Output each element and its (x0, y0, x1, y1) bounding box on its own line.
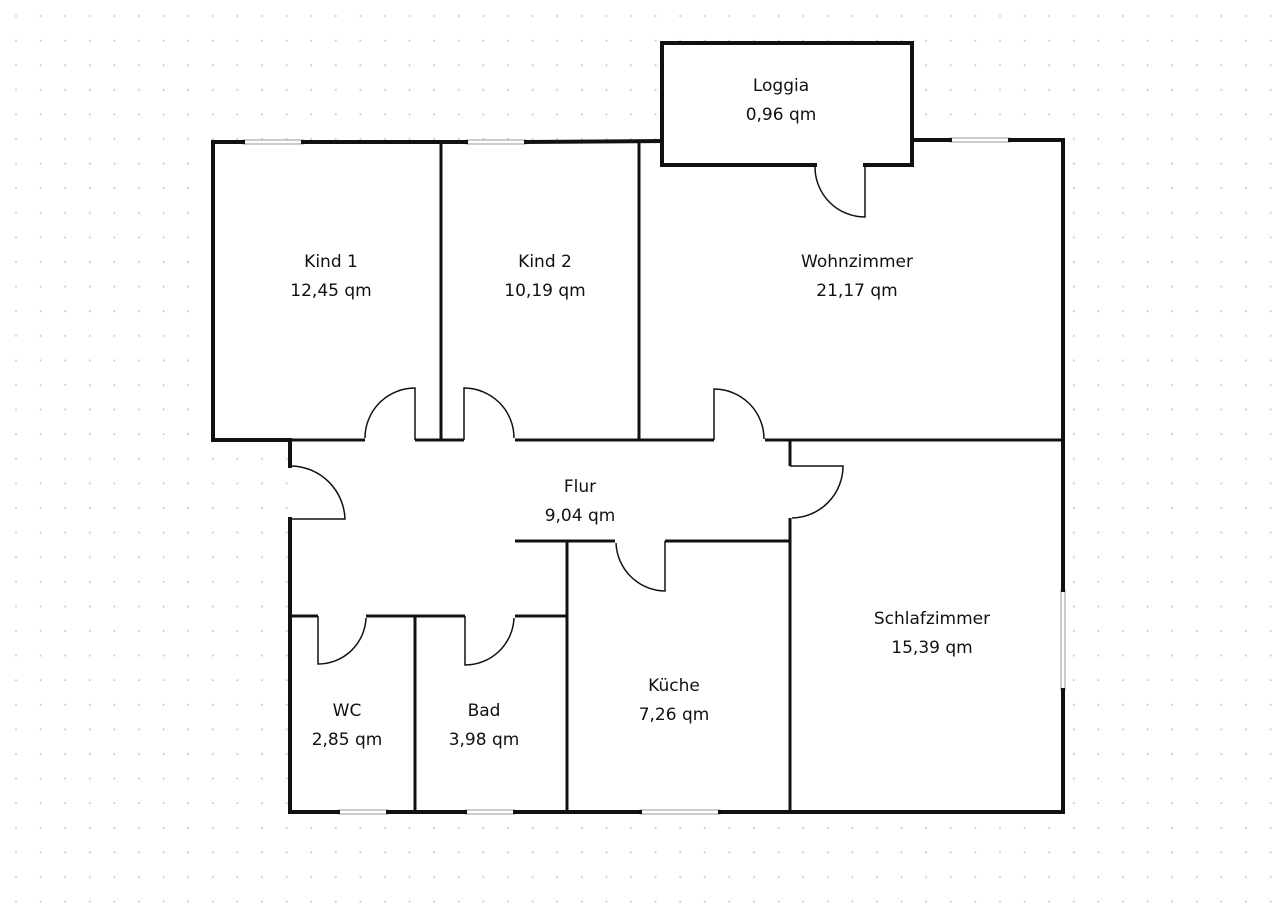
room-name-schlafzimmer: Schlafzimmer (874, 609, 990, 629)
door-entrance (290, 465, 346, 520)
interior-walls (290, 142, 1063, 812)
room-area-loggia: 0,96 qm (746, 105, 817, 125)
door-kueche (615, 541, 666, 592)
room-area-wc: 2,85 qm (312, 730, 383, 750)
door-bad (464, 616, 515, 666)
exterior-walls (211, 41, 1065, 814)
room-name-wohnzimmer: Wohnzimmer (801, 252, 913, 272)
room-name-flur: Flur (564, 477, 596, 497)
door-wohnzimmer (713, 388, 765, 440)
room-area-kueche: 7,26 qm (639, 705, 710, 725)
room-name-kind1: Kind 1 (304, 252, 358, 272)
room-area-flur: 9,04 qm (545, 506, 616, 526)
room-name-kueche: Küche (648, 676, 700, 696)
door-wc (317, 616, 367, 665)
room-name-wc: WC (333, 701, 362, 721)
doors (290, 165, 866, 666)
room-labels: Loggia 0,96 qm Kind 1 12,45 qm Kind 2 10… (290, 76, 990, 750)
door-loggia (814, 165, 866, 218)
room-area-kind2: 10,19 qm (504, 281, 585, 301)
room-area-wohnzimmer: 21,17 qm (816, 281, 897, 301)
door-schlafzimmer (790, 465, 844, 519)
room-name-loggia: Loggia (753, 76, 809, 96)
room-name-kind2: Kind 2 (518, 252, 572, 272)
room-name-bad: Bad (468, 701, 501, 721)
room-area-schlafzimmer: 15,39 qm (891, 638, 972, 658)
door-kind1 (364, 387, 416, 440)
room-area-kind1: 12,45 qm (290, 281, 371, 301)
door-kind2 (463, 387, 515, 440)
room-area-bad: 3,98 qm (449, 730, 520, 750)
